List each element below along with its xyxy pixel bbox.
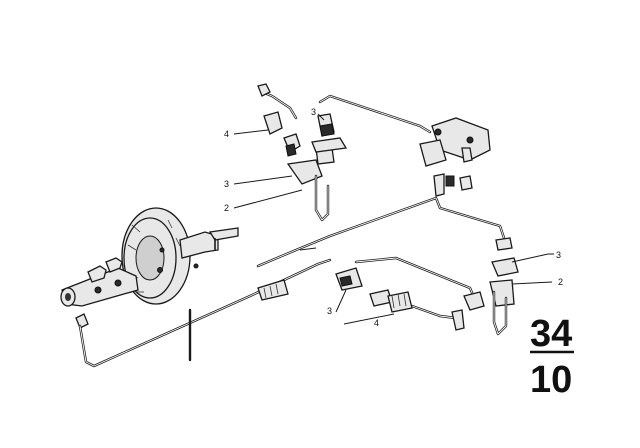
group-number: 34 10: [530, 313, 574, 401]
label-hose-bottom: 4: [374, 318, 379, 328]
label-clip-bottom: 3: [327, 306, 332, 316]
label-clip-right: 3: [556, 250, 561, 260]
label-bracket-top-left: 2: [224, 203, 229, 213]
brake-pipe-main: [78, 196, 508, 368]
group-number-sub: 10: [530, 359, 572, 401]
right-hose-assembly: [463, 237, 519, 336]
top-center-clip: [311, 113, 348, 153]
label-bracket-right: 2: [558, 277, 563, 287]
pressure-regulator: [419, 117, 491, 197]
callouts: 4 3 2 3 3 2 3 4: [224, 107, 563, 328]
label-clip-top-left: 3: [224, 179, 229, 189]
brake-booster: [121, 207, 239, 305]
brake-pipe-bottom: [354, 256, 478, 320]
brake-pipe-top: [260, 90, 432, 134]
label-hose-top-left: 4: [224, 129, 229, 139]
master-cylinder: [60, 257, 139, 329]
label-clip-top-center: 3: [311, 107, 316, 117]
top-left-hose-assembly: [257, 83, 335, 222]
group-number-main: 34: [530, 313, 572, 355]
bottom-hose-assembly: [257, 267, 465, 331]
